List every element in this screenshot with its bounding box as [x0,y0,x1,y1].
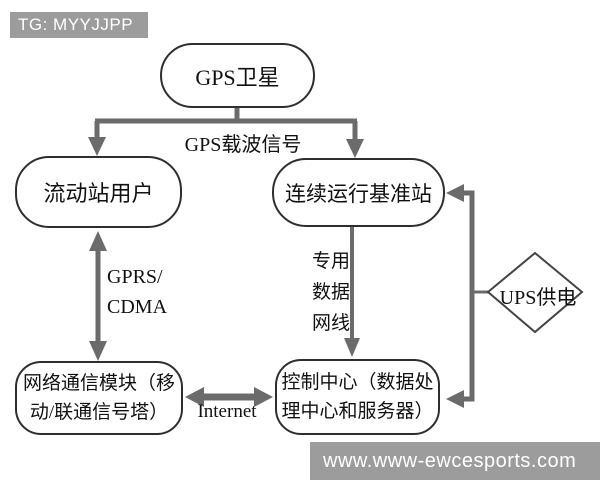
label-gps-carrier-signal: GPS载波信号 [184,134,302,156]
bottom-watermark-text: www.www-ewcesports.com [323,449,577,472]
arrowhead-internet-right-icon [254,387,273,407]
arrowhead-to-netmod-down-icon [89,341,107,361]
node-network-module: 网络通信模块（移 动/联通信号塔） [15,361,183,435]
arrowhead-to-rover-icon [88,137,106,156]
node-ups-label: UPS供电 [499,287,577,309]
node-control-center: 控制中心（数据处 理中心和服务器） [275,359,440,435]
node-ups-diamond-shape [486,251,584,334]
node-gps-satellite: GPS卫星 [160,43,315,108]
top-watermark-text: TG: MYYJJPP [18,15,134,34]
arrowhead-to-control-center-icon [344,338,360,357]
label-internet: Internet [197,401,257,422]
label-dedicated-data-line: 专用 数据 网线 [312,251,351,334]
edge-ups-feed [456,190,475,402]
arrowhead-to-rover-up-icon [89,231,107,251]
edge-satellite-branch [94,108,358,141]
node-cors-station: 连续运行基准站 [272,158,445,227]
node-rover-user: 流动站用户 [15,156,182,228]
arrowhead-to-cors-icon [346,139,364,158]
arrowhead-ups-to-cors-icon [446,184,464,202]
arrowhead-ups-to-control-icon [446,390,464,408]
top-watermark-banner: TG: MYYJJPP [10,12,148,38]
label-gprs-cdma: GPRS/ CDMA [107,266,168,318]
arrowhead-internet-left-icon [185,387,204,407]
bottom-watermark-banner: www.www-ewcesports.com [310,442,600,480]
